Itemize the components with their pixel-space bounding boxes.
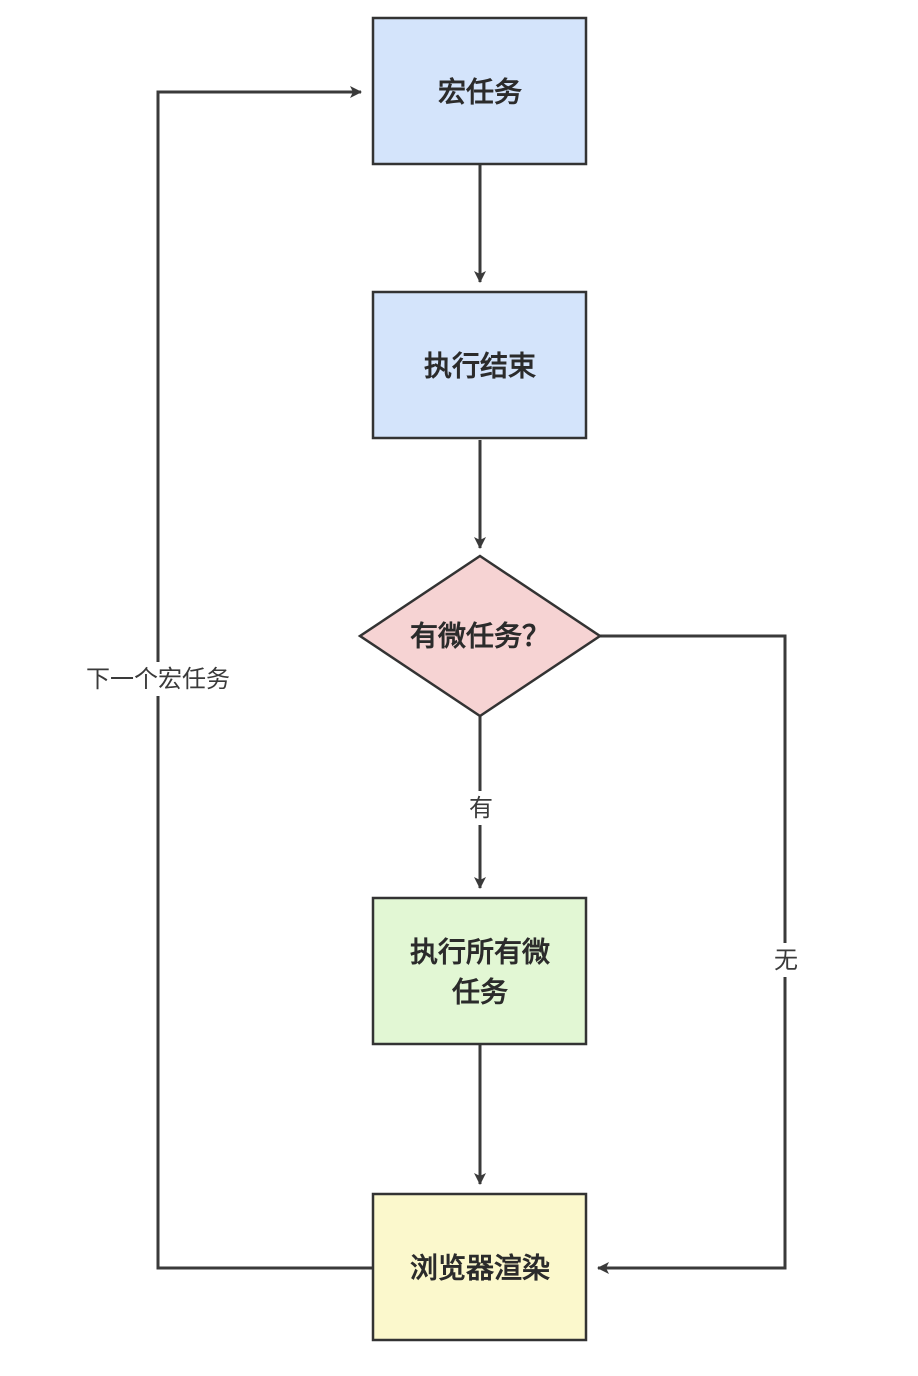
node-exec-micro: 执行所有微 任务 <box>371 896 588 1046</box>
node-browser-render-box <box>371 1192 588 1342</box>
node-exec-end-box <box>371 290 588 440</box>
edge-label-next-macro: 下一个宏任务 <box>78 662 238 696</box>
node-exec-end: 执行结束 <box>371 290 588 440</box>
edge-label-yes-text: 有 <box>469 794 493 822</box>
edge-label-no: 无 <box>771 943 801 977</box>
edge-label-next-macro-bg <box>78 662 238 696</box>
node-has-micro-diamond <box>357 554 603 718</box>
node-browser-render: 浏览器渲染 <box>371 1192 588 1342</box>
edge-label-next-macro-text: 下一个宏任务 <box>86 665 230 693</box>
node-has-micro-decision: 有微任务？ <box>357 554 603 718</box>
node-has-micro-label: 有微任务？ <box>410 620 550 653</box>
node-macro-task: 宏任务 <box>371 16 588 166</box>
node-exec-micro-box <box>371 896 588 1046</box>
edge-label-no-bg <box>771 943 801 977</box>
node-exec-micro-label-line2: 任务 <box>451 976 508 1009</box>
edge-label-no-text: 无 <box>774 946 798 974</box>
edge-label-yes: 有 <box>466 791 496 825</box>
edge-label-yes-bg <box>466 791 496 825</box>
node-exec-micro-label-line1: 执行所有微 <box>410 936 550 969</box>
node-exec-end-label: 执行结束 <box>424 350 536 383</box>
node-macro-task-label: 宏任务 <box>438 76 522 109</box>
node-browser-render-label: 浏览器渲染 <box>410 1252 550 1285</box>
node-macro-task-box <box>371 16 588 166</box>
edge-decision-no <box>597 634 787 1274</box>
